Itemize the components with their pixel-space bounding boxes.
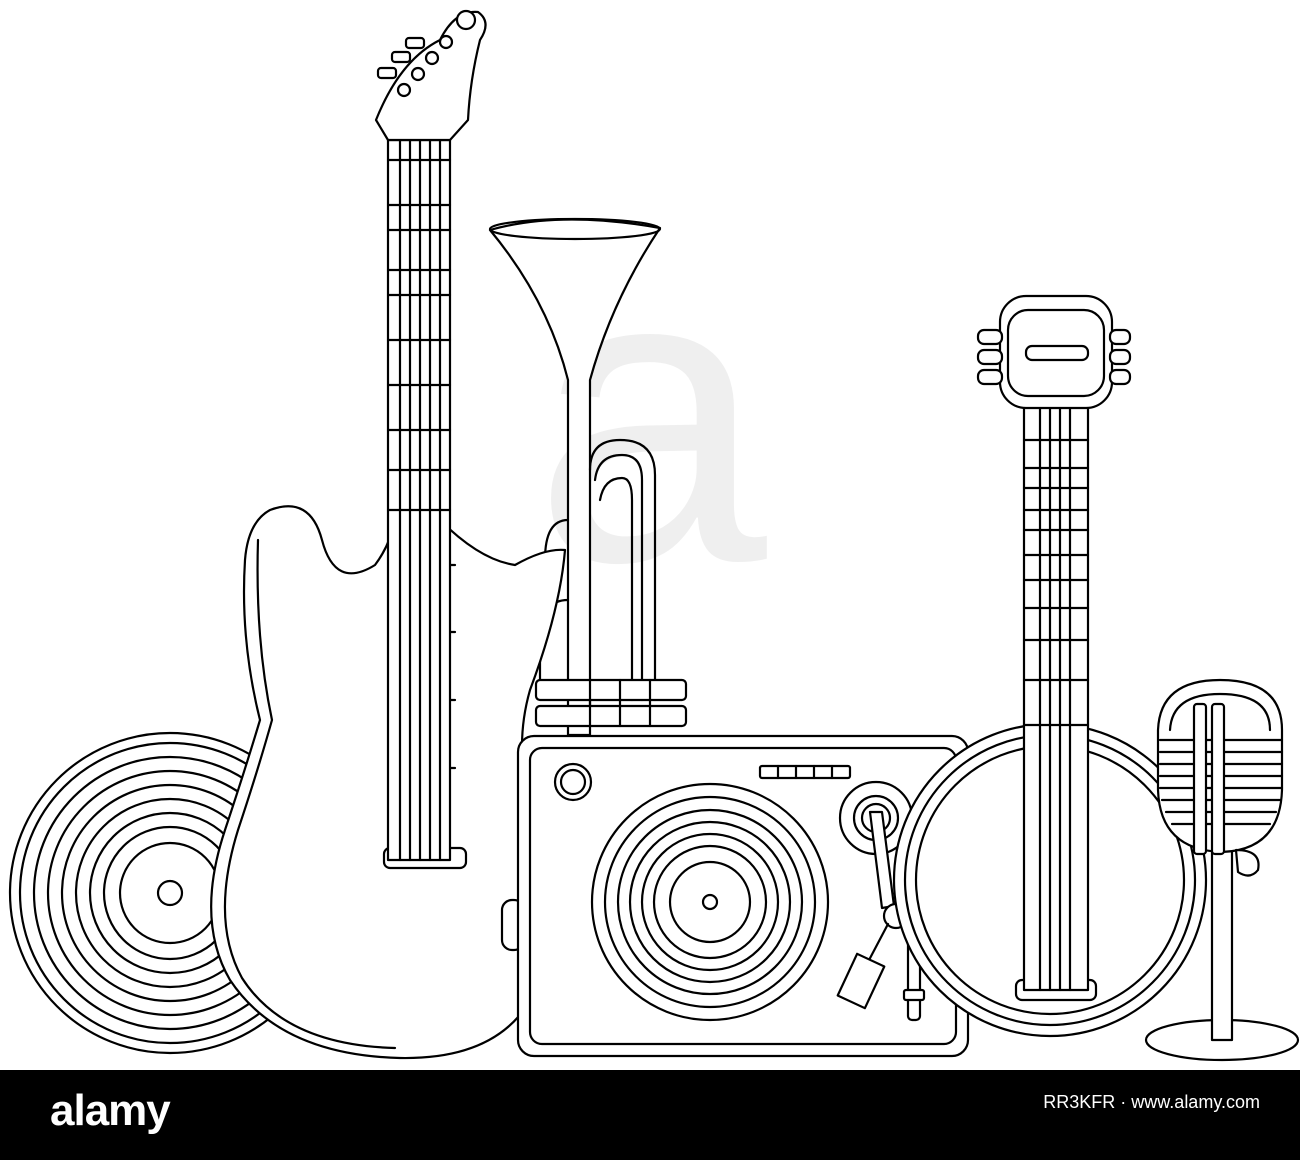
stock-url: www.alamy.com xyxy=(1131,1092,1260,1112)
stock-image-code: RR3KFR xyxy=(1043,1092,1116,1112)
turntable-icon xyxy=(500,734,970,1058)
alamy-logo: alamy xyxy=(50,1086,171,1135)
stock-info: RR3KFR · www.alamy.com xyxy=(1043,1092,1260,1112)
footer-bar: alamy RR3KFR · www.alamy.com xyxy=(0,1070,1300,1160)
music-instruments-illustration: a xyxy=(8,9,1300,1062)
banjo-icon xyxy=(892,294,1208,1038)
electric-guitar-icon xyxy=(210,9,567,1060)
trumpet-icon xyxy=(488,217,688,737)
microphone-icon xyxy=(1144,678,1300,1062)
